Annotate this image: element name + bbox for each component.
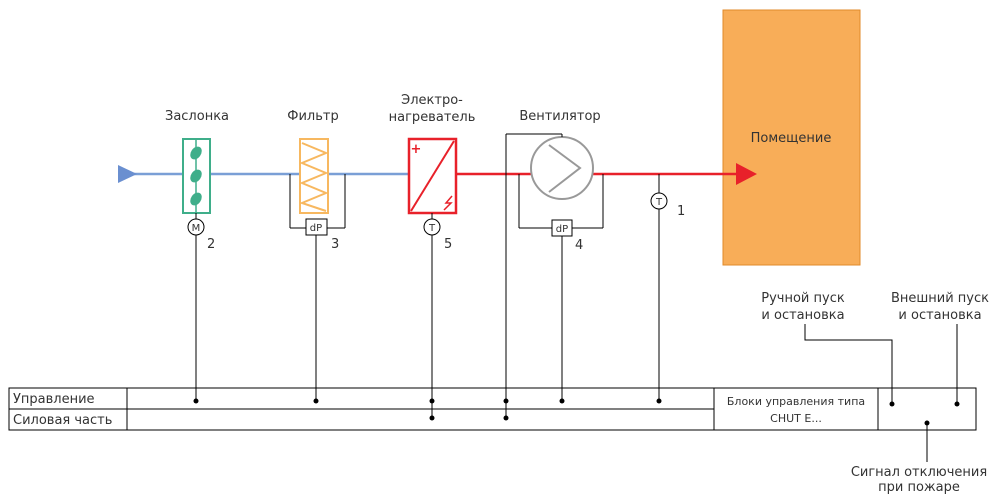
control-block-line1: Блоки управления типа [727,395,865,408]
junction-dot [559,398,565,404]
control-row-label: Управление [13,392,95,407]
junction-dot [503,398,509,404]
room-block [722,9,861,266]
damper-symbol [182,138,211,214]
supply-temp-number: 1 [677,204,685,219]
fire-signal-label-line1: Сигнал отключения [851,465,987,480]
filter-dp-symbol: dP [310,223,322,234]
junction-dot [193,398,199,404]
motor-symbol: M [192,223,201,234]
filter-label: Фильтр [287,109,338,124]
air-outlet-arrow [736,163,757,185]
svg-text:+: + [411,142,422,157]
control-block-line2: CHUT E... [770,412,822,425]
supply-temp-symbol: T [655,197,663,208]
fire-signal-label-line2: при пожаре [878,480,960,494]
junction-dot [503,415,509,421]
damper-number: 2 [207,237,215,252]
fan-symbol [530,136,594,200]
junction-dot [429,415,435,421]
junction-dot [954,401,960,407]
damper-label: Заслонка [165,109,229,124]
junction-dot [889,401,895,407]
room-label: Помещение [751,131,832,146]
filter-number: 3 [331,237,339,252]
filter-symbol [299,138,329,214]
fan-number: 4 [575,238,583,253]
heater-number: 5 [444,237,452,252]
air-inlet-arrow [118,165,137,183]
heater-label-line2: нагреватель [389,110,476,125]
junction-dot [313,398,319,404]
external-start-label-line1: Внешний пуск [891,291,989,306]
control-bus-table [8,387,977,431]
manual-start-label-line2: и остановка [761,308,844,323]
fan-label: Вентилятор [519,109,600,124]
junction-dot [656,398,662,404]
power-row-label: Силовая часть [13,413,112,428]
electric-heater-symbol: + [407,137,458,215]
heater-label-line1: Электро- [401,93,463,108]
manual-start-label-line1: Ручной пуск [761,291,845,306]
external-start-label-line2: и остановка [898,308,981,323]
fan-dp-symbol: dP [556,224,568,235]
junction-dot [429,398,435,404]
heater-temp-symbol: T [428,223,436,234]
